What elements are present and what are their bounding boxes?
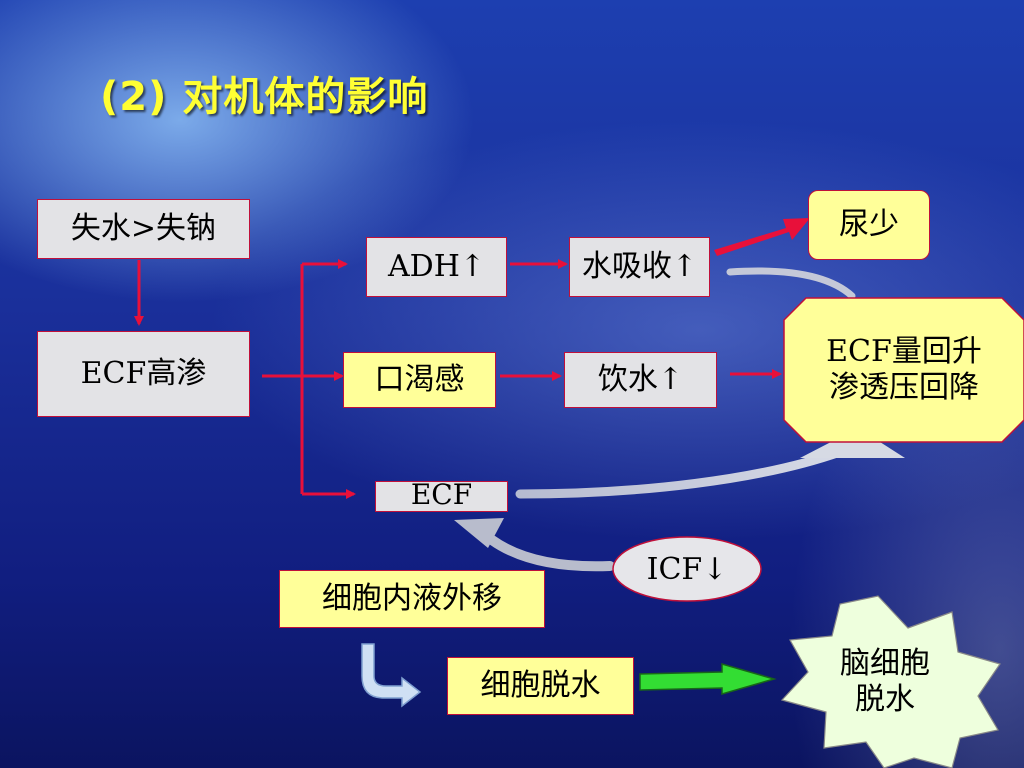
thick-arrow-absorb-to-oliguria <box>714 218 810 256</box>
node-water-loss: 失水>失钠 <box>37 199 250 259</box>
node-cell-dehydration: 细胞脱水 <box>447 657 634 715</box>
node-thirst: 口渴感 <box>343 352 496 408</box>
node-thirst-label: 口渴感 <box>374 361 465 397</box>
node-adh: ADH↑ <box>366 237 507 297</box>
node-brain-line1: 脑细胞 <box>840 646 930 681</box>
node-drink-label: 饮水↑ <box>597 361 684 397</box>
node-brain-dehydration: 脑细胞 脱水 <box>810 632 960 732</box>
recover-octagon-shape <box>783 297 1024 443</box>
green-arrow-to-brain <box>639 663 777 695</box>
node-ecf-recover: ECF量回升 渗透压回降 <box>784 298 1024 442</box>
node-water-loss-label: 失水>失钠 <box>70 210 217 246</box>
node-cell-fluid-shift-label: 细胞内液外移 <box>322 580 502 616</box>
node-water-absorb: 水吸收↑ <box>569 237 710 297</box>
node-ecf-recover-line1: ECF量回升 <box>826 334 982 369</box>
icf-oval-shape <box>612 536 762 602</box>
node-drink: 饮水↑ <box>564 352 717 408</box>
node-ecf-recover-line2: 渗透压回降 <box>829 370 979 405</box>
node-adh-label: ADH↑ <box>387 248 486 284</box>
curved-arrow-icf-to-ecf <box>454 518 615 572</box>
bent-arrow-shift-to-dehydration <box>361 643 422 708</box>
node-ecf-label: ECF <box>410 478 473 511</box>
branch-arrows <box>262 259 356 499</box>
node-icf-label: ICF↓ <box>646 551 728 587</box>
node-ecf-hypertonic-label: ECF高渗 <box>80 355 207 391</box>
node-cell-fluid-shift: 细胞内液外移 <box>279 570 545 628</box>
slide-title: (2) 对机体的影响 <box>100 74 429 120</box>
node-oliguria: 尿少 <box>808 190 930 260</box>
node-water-absorb-label: 水吸收↑ <box>581 248 698 284</box>
node-brain-line2: 脱水 <box>855 682 915 717</box>
node-oliguria-label: 尿少 <box>839 206 899 242</box>
node-ecf-hypertonic: ECF高渗 <box>37 331 250 417</box>
curved-line-absorb-to-recover <box>726 267 856 300</box>
curved-arrow-ecf-to-recover <box>515 428 905 499</box>
brain-burst-shape <box>780 595 1001 768</box>
node-icf: ICF↓ <box>613 537 761 601</box>
node-ecf: ECF <box>375 478 508 512</box>
node-cell-dehydration-label: 细胞脱水 <box>480 667 601 703</box>
